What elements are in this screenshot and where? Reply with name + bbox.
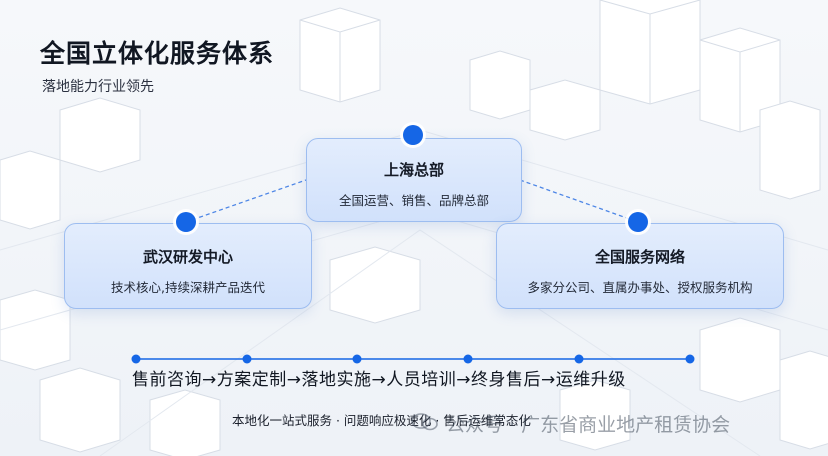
node-card-rd: 武汉研发中心 技术核心,持续深耕产品迭代 <box>64 223 312 309</box>
timeline-dot <box>574 354 584 364</box>
node-name-hq: 上海总部 <box>383 161 444 179</box>
timeline-dot <box>242 354 252 364</box>
node-desc-network: 多家分公司、直属办事处、授权服务机构 <box>527 280 753 295</box>
node-card-network: 全国服务网络 多家分公司、直属办事处、授权服务机构 <box>496 223 784 309</box>
node-dot-network <box>628 212 648 232</box>
watermark-text: 公众号 · 广东省商业地产租赁协会 <box>446 414 731 436</box>
node-name-rd: 武汉研发中心 <box>142 248 233 266</box>
node-name-network: 全国服务网络 <box>594 248 685 266</box>
timeline-dot <box>131 354 141 364</box>
process-flow-text: 售前咨询→方案定制→落地实施→人员培训→终身售后→运维升级 <box>132 370 626 390</box>
timeline-dot <box>352 354 362 364</box>
page-title: 全国立体化服务体系 <box>40 39 275 68</box>
node-card-hq: 上海总部 全国运营、销售、品牌总部 <box>306 138 522 222</box>
timeline-dot <box>463 354 473 364</box>
node-dot-rd <box>176 212 196 232</box>
node-desc-rd: 技术核心,持续深耕产品迭代 <box>111 280 265 295</box>
connector-rd-hq <box>185 179 307 223</box>
page-subtitle: 落地能力行业领先 <box>42 79 154 95</box>
node-dot-hq <box>403 125 423 145</box>
timeline-dot <box>685 354 695 364</box>
service-footer-text: 本地化一站式服务 · 问题响应极速化 · 售后运维常态化 <box>232 413 531 428</box>
node-desc-hq: 全国运营、销售、品牌总部 <box>338 193 489 208</box>
wechat-icon <box>411 413 438 431</box>
